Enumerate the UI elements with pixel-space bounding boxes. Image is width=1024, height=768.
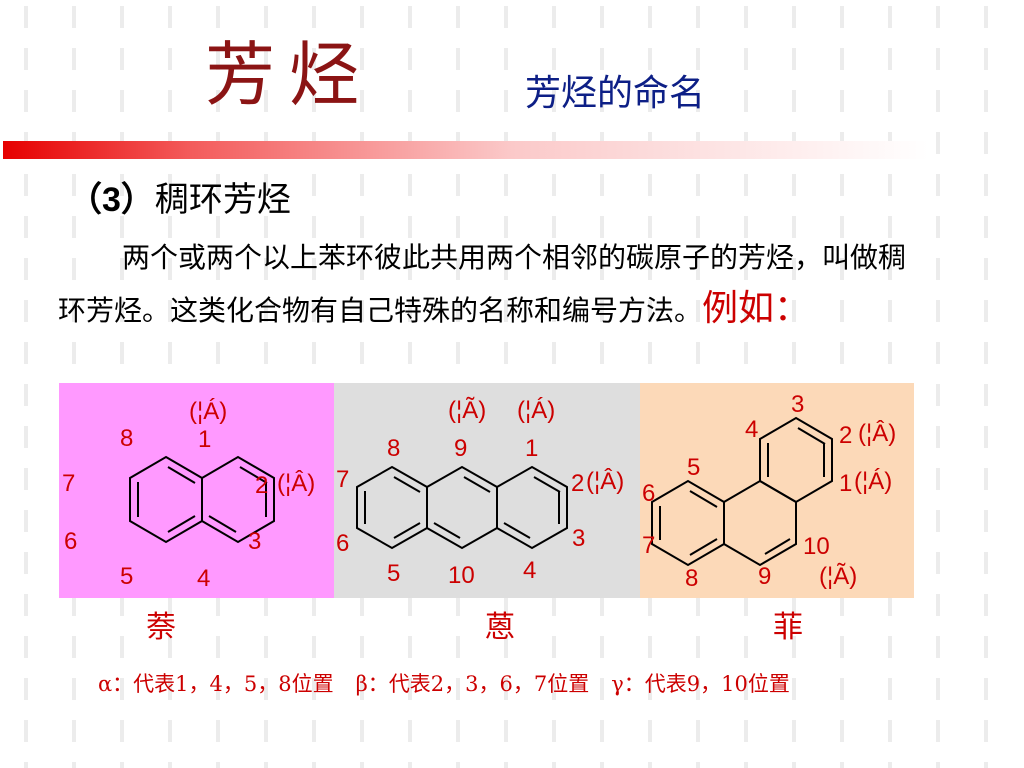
naphthalene-pos-3: 3 bbox=[248, 528, 261, 555]
anthracene-pos-2: 2 bbox=[571, 470, 584, 497]
phenanthrene-structure: 3 4 2 (¦Â) 5 1 (¦Á) 6 7 10 8 9 (¦Ã) bbox=[640, 383, 914, 598]
naphthalene-structure: (¦Á) 8 1 7 2 (¦Â) 6 3 5 4 bbox=[59, 383, 334, 598]
anthracene-pos-1: 1 bbox=[525, 435, 538, 462]
phenanthrene-beta-label: (¦Â) bbox=[858, 420, 896, 447]
phenanthrene-alpha-label: (¦Á) bbox=[854, 468, 892, 495]
section-heading: （3）稠环芳烃 bbox=[68, 178, 291, 222]
naphthalene-name: 萘 bbox=[146, 610, 176, 645]
phenanthrene-gamma-label: (¦Ã) bbox=[819, 563, 857, 590]
phenanthrene-pos-7: 7 bbox=[642, 532, 655, 559]
anthracene-pos-3: 3 bbox=[572, 525, 585, 552]
anthracene-structure: (¦Ã) (¦Á) 8 9 1 7 2 (¦Â) 6 3 5 10 4 bbox=[334, 383, 640, 598]
naphthalene-pos-8: 8 bbox=[120, 425, 133, 452]
naphthalene-beta-label: (¦Â) bbox=[277, 470, 315, 497]
naphthalene-alpha-label: (¦Á) bbox=[189, 398, 227, 425]
title-underline-bar bbox=[3, 141, 928, 159]
anthracene-pos-5: 5 bbox=[387, 560, 400, 587]
gamma-position-note: γ：代表9，10位置 bbox=[611, 672, 790, 696]
naphthalene-panel bbox=[59, 383, 334, 598]
naphthalene-pos-1: 1 bbox=[198, 426, 211, 453]
phenanthrene-name: 菲 bbox=[773, 610, 803, 645]
definition-text: 两个或两个以上苯环彼此共用两个相邻的碳原子的芳烃，叫做稠环芳烃。这类化合物有自己… bbox=[58, 241, 907, 327]
phenanthrene-pos-5: 5 bbox=[687, 454, 700, 481]
naphthalene-pos-4: 4 bbox=[197, 565, 210, 592]
phenanthrene-pos-9: 9 bbox=[758, 563, 771, 590]
anthracene-gamma-label: (¦Ã) bbox=[448, 397, 486, 424]
phenanthrene-pos-3: 3 bbox=[791, 391, 804, 418]
position-legend: α：代表1，4，5，8位置 β：代表2，3，6，7位置 γ：代表9，10位置 bbox=[98, 668, 812, 698]
anthracene-alpha-label: (¦Á) bbox=[517, 397, 555, 424]
anthracene-beta-label: (¦Â) bbox=[586, 468, 624, 495]
definition-paragraph: 两个或两个以上苯环彼此共用两个相邻的碳原子的芳烃，叫做稠环芳烃。这类化合物有自己… bbox=[58, 232, 928, 336]
phenanthrene-pos-8: 8 bbox=[685, 565, 698, 592]
anthracene-pos-6: 6 bbox=[336, 530, 349, 557]
anthracene-pos-9: 9 bbox=[454, 435, 467, 462]
anthracene-pos-4: 4 bbox=[523, 557, 536, 584]
phenanthrene-pos-10: 10 bbox=[803, 533, 830, 560]
phenanthrene-pos-6: 6 bbox=[642, 480, 655, 507]
alpha-position-note: α：代表1，4，5，8位置 bbox=[98, 672, 334, 696]
naphthalene-pos-2: 2 bbox=[255, 472, 268, 499]
section-title: 稠环芳烃 bbox=[154, 180, 291, 220]
anthracene-pos-10: 10 bbox=[448, 562, 475, 589]
naphthalene-pos-5: 5 bbox=[120, 563, 133, 590]
phenanthrene-pos-1: 1 bbox=[839, 470, 852, 497]
example-label: 例如： bbox=[702, 288, 811, 329]
page-title: 芳烃 bbox=[205, 34, 373, 116]
anthracene-name: 蒽 bbox=[485, 610, 515, 645]
naphthalene-pos-6: 6 bbox=[64, 528, 77, 555]
anthracene-pos-8: 8 bbox=[387, 435, 400, 462]
phenanthrene-pos-2: 2 bbox=[839, 422, 852, 449]
naphthalene-pos-7: 7 bbox=[62, 470, 75, 497]
beta-position-note: β：代表2，3，6，7位置 bbox=[355, 672, 590, 696]
section-number: （3） bbox=[68, 181, 155, 219]
anthracene-pos-7: 7 bbox=[336, 466, 349, 493]
page-subtitle: 芳烃的命名 bbox=[525, 73, 706, 114]
phenanthrene-pos-4: 4 bbox=[745, 416, 758, 443]
